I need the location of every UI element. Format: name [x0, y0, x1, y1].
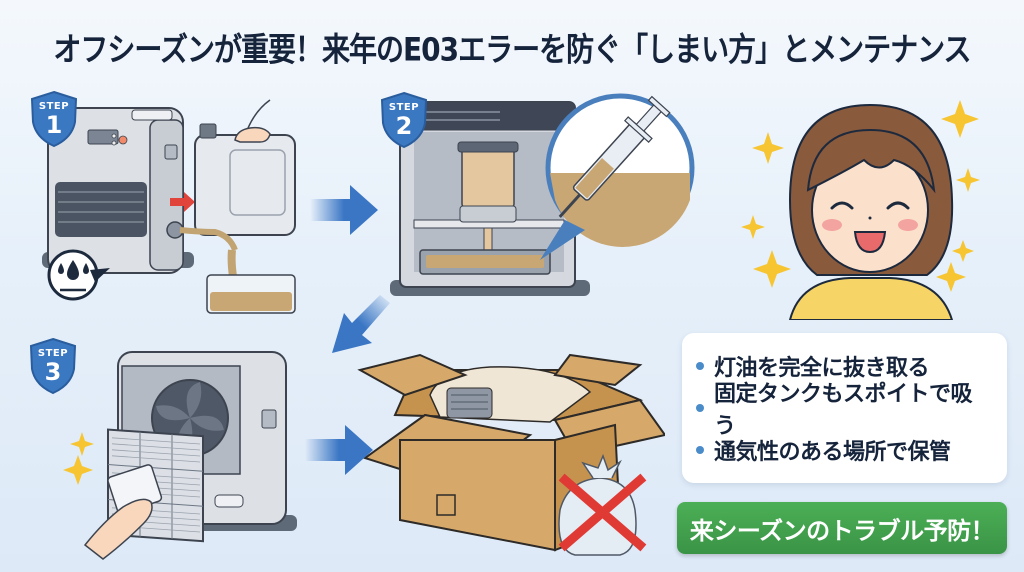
tip-item: 通気性のある場所で保管 — [696, 429, 993, 471]
tip-item: 固定タンクもスポイトで吸う — [696, 382, 993, 439]
cardboard-box-illustration — [357, 353, 667, 556]
arrow-down-left-icon — [332, 295, 390, 353]
step-1-scene — [0, 80, 340, 330]
arrow-right-icon-2 — [305, 425, 373, 475]
happy-girl-illustration — [720, 90, 1020, 321]
step-1-badge: STEP 1 — [30, 90, 78, 148]
step-3-scene — [0, 340, 340, 572]
step-2-badge: STEP 2 — [380, 91, 428, 149]
cta-banner: 来シーズンのトラブル予防！ — [677, 502, 1007, 554]
arrow-right-icon — [310, 185, 378, 235]
step-2-label: STEP — [388, 102, 420, 113]
step-2-number: 2 — [395, 112, 413, 140]
step-3-number: 3 — [44, 358, 62, 386]
tip-text: 灯油を完全に抜き取る — [714, 356, 930, 381]
tips-card: 灯油を完全に抜き取る 固定タンクもスポイトで吸う 通気性のある場所で保管 — [682, 333, 1007, 483]
storage-scene — [355, 340, 667, 565]
bullet-dot-icon — [696, 362, 704, 370]
page-title: オフシーズンが重要！来年のE03エラーを防ぐ「しまい方」とメンテナンス — [53, 30, 971, 69]
tip-item: 灯油を完全に抜き取る — [696, 345, 993, 387]
step-1-number: 1 — [45, 111, 63, 139]
fixed-tank-syringe-illustration — [390, 93, 695, 296]
step-1-label: STEP — [38, 101, 70, 112]
heater-drain-illustration — [42, 99, 296, 314]
step-3-badge: STEP 3 — [29, 337, 77, 395]
bullet-dot-icon — [696, 446, 704, 454]
bullet-dot-icon — [696, 404, 704, 412]
step-2-scene — [390, 90, 700, 310]
filter-cleaning-illustration — [63, 351, 297, 560]
tip-text: 固定タンクもスポイトで吸う — [714, 382, 973, 439]
tip-text: 通気性のある場所で保管 — [714, 440, 951, 465]
step-3-label: STEP — [37, 348, 69, 359]
